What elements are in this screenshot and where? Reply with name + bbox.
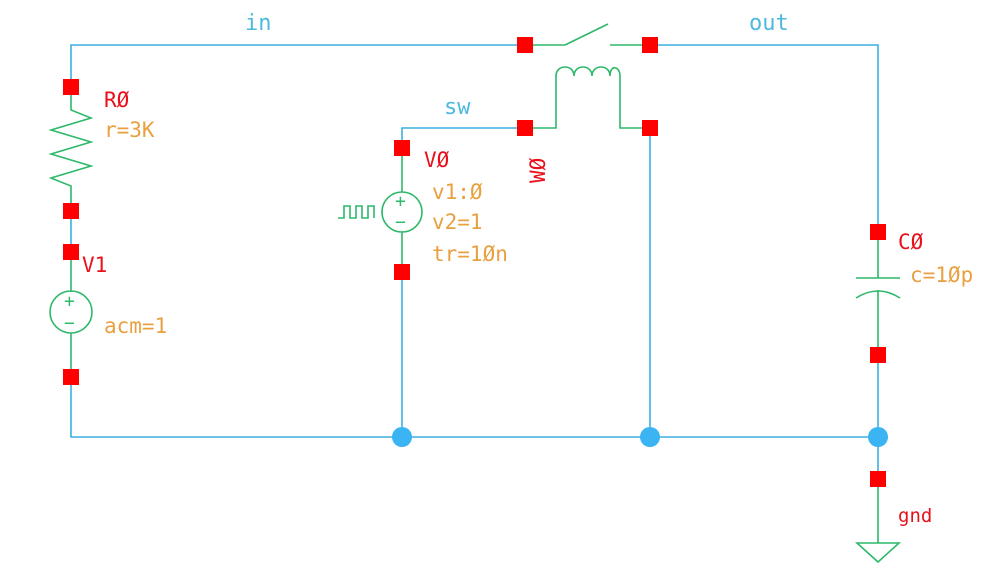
switch-w0[interactable]: WØ (525, 23, 650, 183)
pin-gnd[interactable] (870, 471, 886, 487)
junction-dot (868, 427, 888, 447)
v1-plus: + (64, 291, 75, 312)
pin-c0-bottom[interactable] (870, 347, 886, 363)
v0-v1-param: v1:Ø (432, 180, 483, 204)
switch-coil (555, 66, 621, 87)
junction-dot (392, 427, 412, 447)
pin-w0-in[interactable] (517, 37, 533, 53)
pin-w0-out[interactable] (642, 37, 658, 53)
resistor-r0[interactable]: RØ r=3K (48, 87, 155, 211)
gnd-triangle (854, 542, 902, 564)
pin-w0-ctrl-minus[interactable] (642, 120, 658, 136)
pin-v1-plus[interactable] (63, 244, 79, 260)
net-in-wire[interactable] (70, 44, 525, 87)
pin-c0-top[interactable] (870, 224, 886, 240)
v0-minus: − (395, 212, 406, 233)
cap-c-param: c=1Øp (910, 263, 973, 287)
switch-control-lead-right (619, 87, 650, 129)
ground-symbol[interactable]: gnd (854, 479, 932, 564)
pin-v0-plus[interactable] (394, 140, 410, 156)
v1-minus: − (64, 313, 75, 334)
v0-plus: + (395, 191, 406, 212)
junction-dot (640, 427, 660, 447)
vsource-v1[interactable]: + − V1 acm=1 (49, 252, 167, 377)
switch-blade (564, 23, 609, 46)
v1-acm-param: acm=1 (104, 314, 167, 338)
pin-w0-ctrl-plus[interactable] (517, 120, 533, 136)
junctions (392, 427, 888, 447)
net-label-out: out (749, 11, 789, 36)
resistor-zigzag (48, 87, 94, 211)
capacitor-c0[interactable]: CØ c=1Øp (855, 230, 973, 355)
pins (63, 37, 886, 487)
gnd-label: gnd (898, 505, 932, 527)
pin-v0-minus[interactable] (394, 264, 410, 280)
pin-r0-top[interactable] (63, 79, 79, 95)
pin-v1-minus[interactable] (63, 369, 79, 385)
vsource-v0[interactable]: + − VØ v1:Ø v2=1 tr=1Øn (338, 148, 508, 272)
v0-v2-param: v2=1 (432, 210, 483, 234)
resistor-r-param: r=3K (104, 118, 155, 142)
pin-r0-bottom[interactable] (63, 203, 79, 219)
gnd-wire[interactable] (70, 377, 878, 438)
switch-name: WØ (526, 157, 550, 183)
net-label-in: in (245, 11, 272, 36)
v0-tr-param: tr=1Øn (432, 242, 508, 266)
net-sw-wire[interactable] (401, 127, 525, 148)
cap-name: CØ (898, 230, 924, 254)
pulse-waveform-icon (338, 205, 375, 219)
switch-control-lead-left (525, 87, 557, 129)
resistor-name: RØ (104, 88, 130, 112)
v0-name: VØ (424, 148, 450, 172)
net-label-sw: sw (444, 95, 471, 120)
net-out-wire[interactable] (650, 44, 879, 232)
v1-name: V1 (82, 253, 107, 277)
